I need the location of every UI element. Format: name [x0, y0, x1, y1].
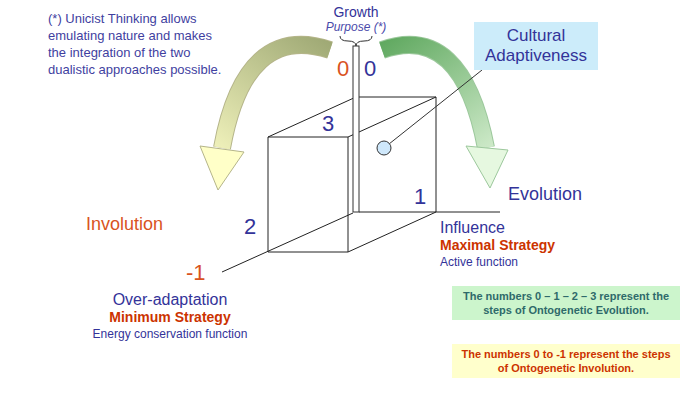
position-dot	[377, 141, 391, 155]
influence-axis	[359, 212, 500, 213]
cube-edge	[268, 252, 348, 253]
over-adaptation-axis	[222, 213, 353, 272]
cube-edge	[268, 137, 269, 252]
function-label: Active function	[440, 255, 518, 269]
strategy-label: Minimum Strategy	[60, 309, 280, 326]
box-text: The numbers 0 to -1 represent the steps …	[457, 347, 675, 375]
cube-edge	[268, 97, 356, 137]
step-number: 1	[414, 186, 426, 208]
cube-edge	[348, 137, 349, 252]
note-box: The numbers 0 – 1 – 2 – 3 represent the …	[452, 286, 680, 320]
step-number: 0	[337, 58, 349, 80]
box-text: The numbers 0 – 1 – 2 – 3 represent the …	[457, 289, 675, 317]
cube-edge	[348, 212, 436, 252]
step-number: -1	[186, 262, 206, 284]
involution-arrow-outline	[222, 45, 330, 148]
function-label: Energy conservation function	[60, 327, 280, 341]
cube-edge	[356, 97, 436, 98]
concept-box: Cultural Adaptiveness	[474, 22, 598, 70]
evolution-arrow-head	[466, 146, 508, 188]
axis-label: Over-adaptation	[60, 290, 280, 309]
axis-label: Influence	[440, 218, 505, 237]
step-number: 0	[364, 58, 376, 80]
step-number: 3	[322, 113, 334, 135]
axis-title: Growth	[306, 4, 406, 21]
bracket	[340, 36, 372, 46]
evolution-arrow-outline	[382, 45, 486, 148]
involution-arrow	[222, 45, 330, 148]
axis-subtitle: Purpose (*)	[306, 20, 406, 34]
evolution-arrow	[382, 45, 486, 148]
involution-arrow-head	[200, 146, 244, 190]
footnote: (*) Unicist Thinking allows emulating na…	[48, 10, 226, 78]
cube-edge	[436, 97, 437, 212]
arrow-label: Evolution	[508, 184, 582, 206]
box-text: Cultural Adaptiveness	[478, 26, 594, 66]
leader-line	[389, 70, 482, 144]
strategy-label: Maximal Strategy	[440, 237, 555, 254]
cube-edge	[268, 137, 348, 138]
growth-axis	[353, 46, 359, 212]
note-box: The numbers 0 to -1 represent the steps …	[452, 344, 680, 378]
step-number: 2	[244, 216, 256, 238]
arrow-label: Involution	[86, 214, 163, 236]
